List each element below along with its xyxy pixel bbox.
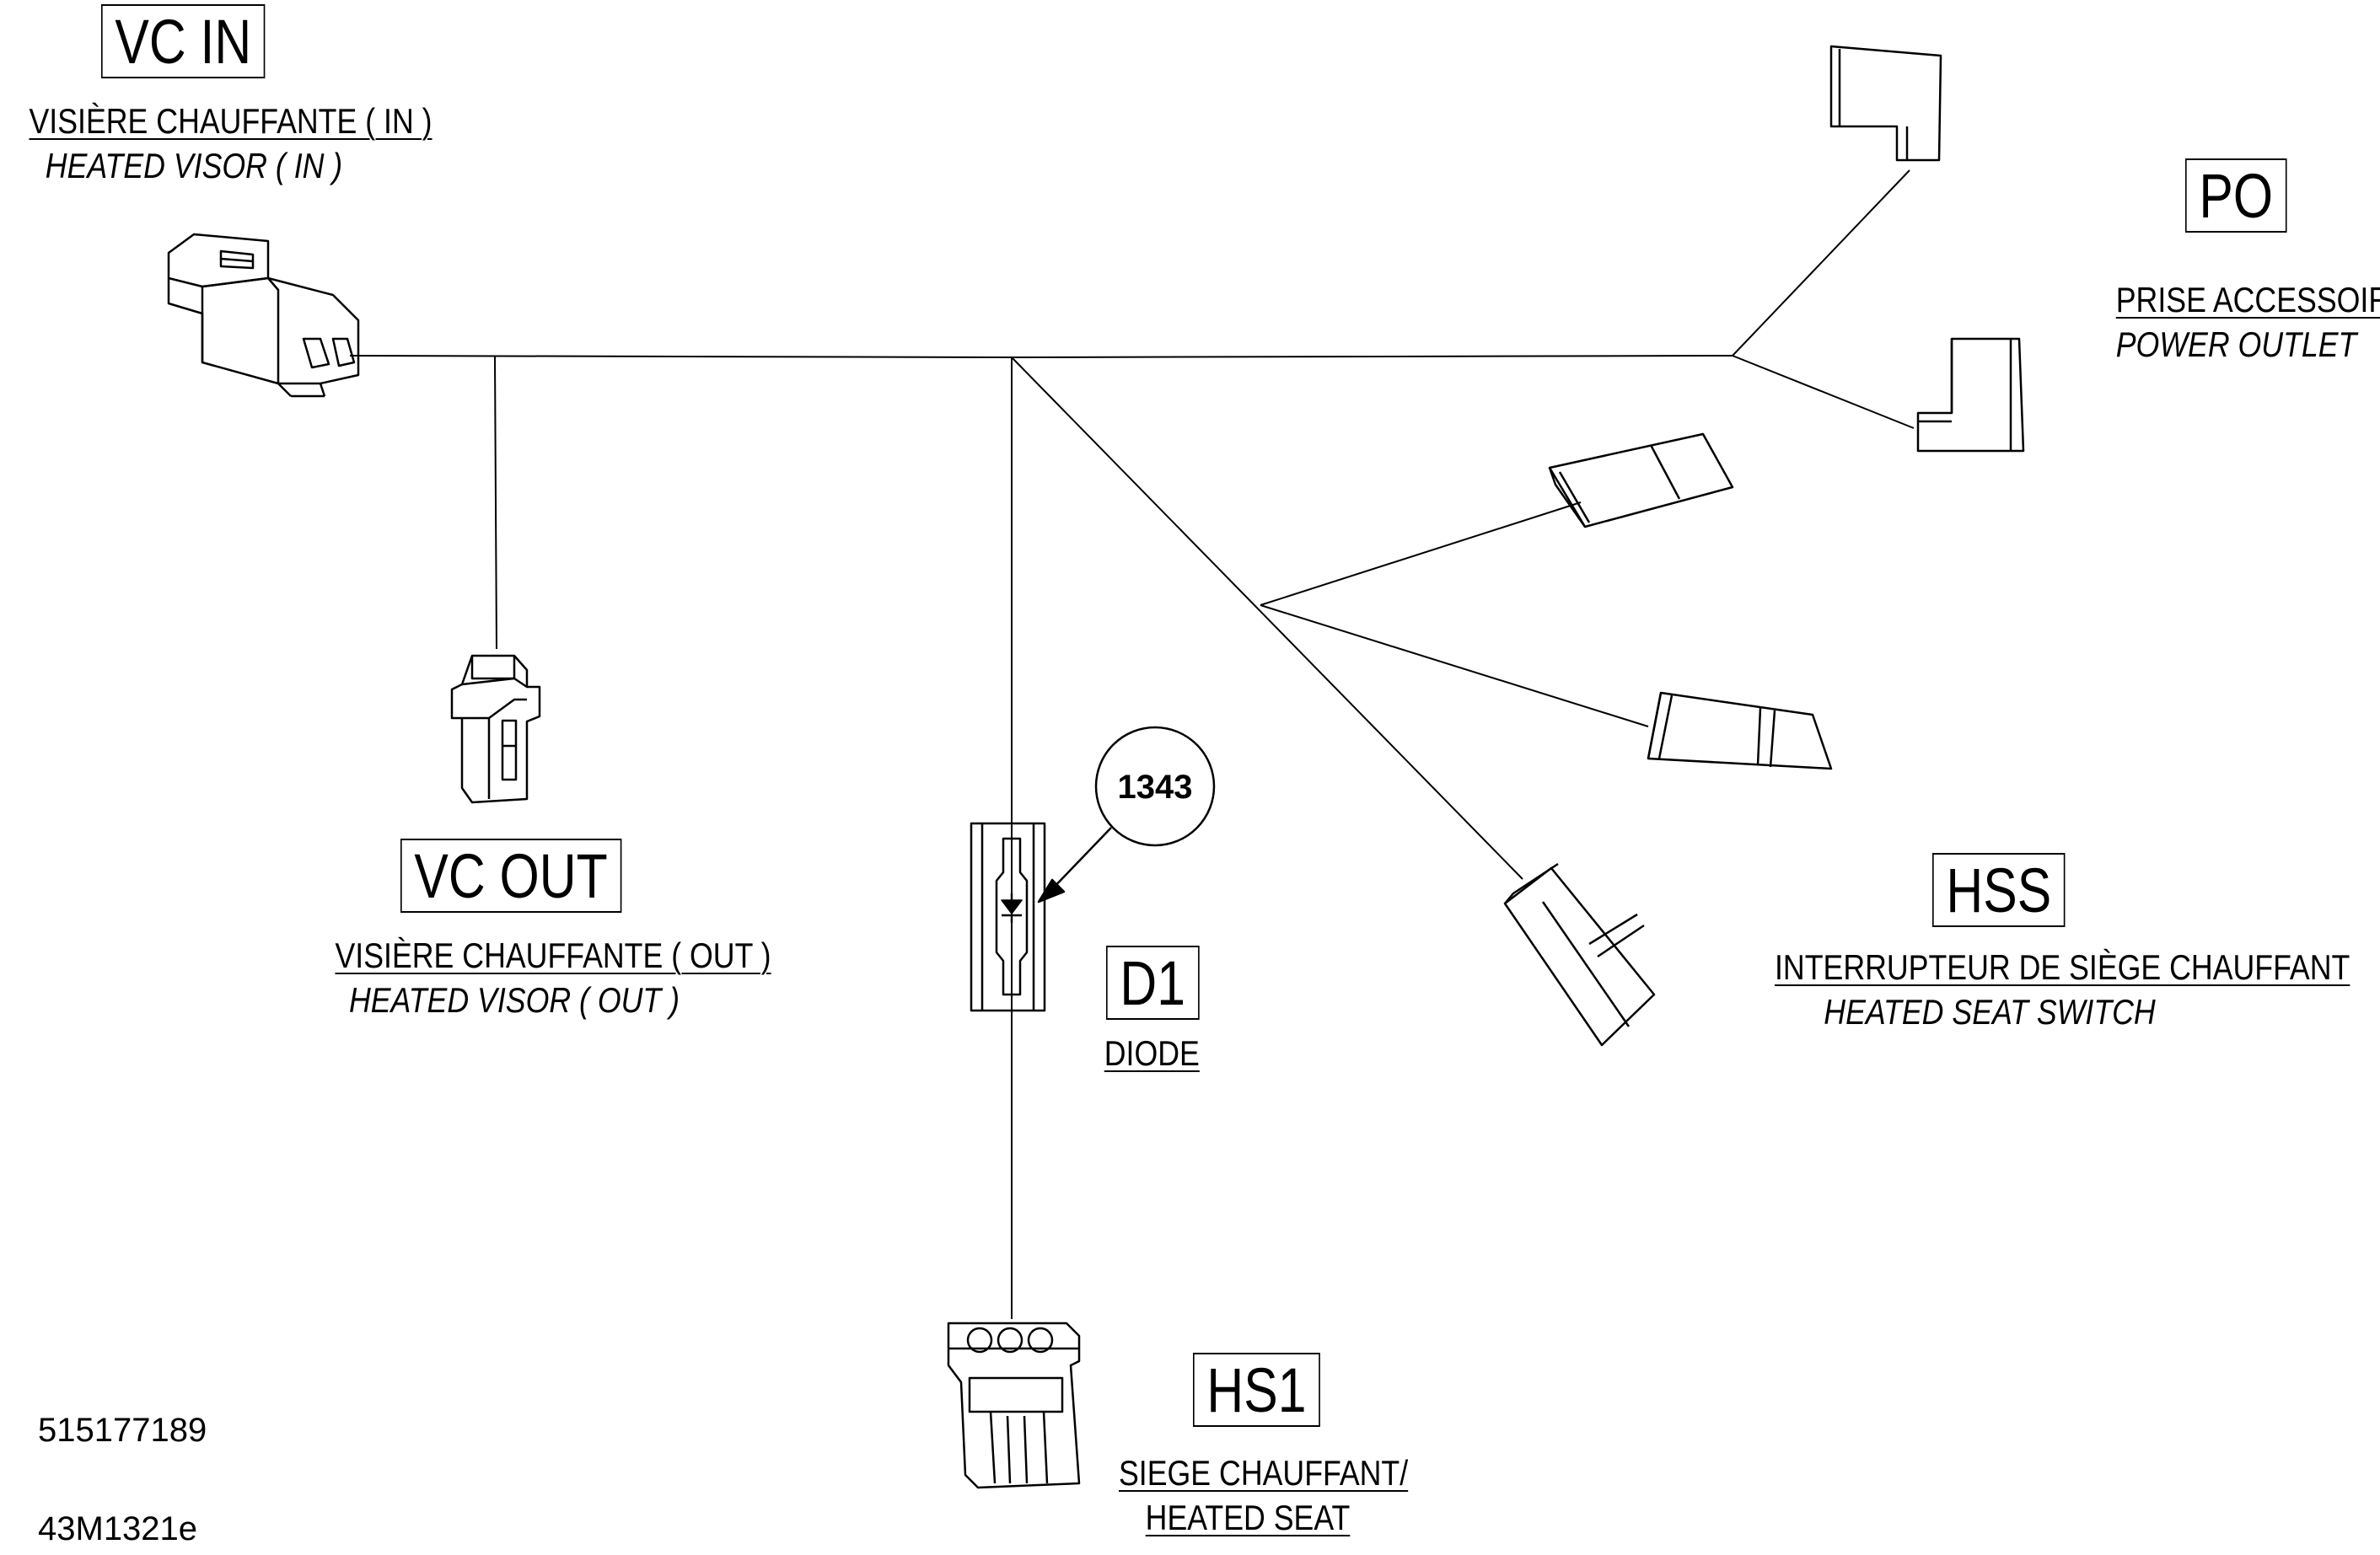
main-trunk-wire [349,355,1733,358]
po-connector-upper-drawing [1829,45,1942,162]
hss-tag: HSS [1932,853,2066,927]
d1-caption: DIODE [1104,1032,1200,1076]
hss-caption: INTERRUPTEUR DE SIÈGE CHAUFFANT HEATED S… [1775,946,2350,1034]
po-label-fr: PRISE ACCESSOIRE [2115,280,2380,319]
vc-in-caption: VISIÈRE CHAUFFANTE ( IN ) HEATED VISOR (… [29,99,432,188]
vc-out-tag: VC OUT [400,839,622,913]
vc-in-connector-drawing [167,233,360,398]
po-caption: PRISE ACCESSOIRE POWER OUTLET [2115,278,2380,367]
hs1-label-en: HEATED SEAT [1145,1497,1351,1537]
hs1-label-fr: SIEGE CHAUFFANT/ [1119,1453,1409,1493]
hss-connector-1-drawing [1548,432,1734,528]
hs1-connector-drawing [947,1322,1081,1489]
hss-connector-2-drawing [1647,691,1833,770]
po-branch-wire-lower [1732,355,1915,429]
po-branch-wire-upper [1732,169,1910,357]
po-connector-lower-drawing [1916,337,2025,453]
vc-out-label-en: HEATED VISOR ( OUT ) [348,979,680,1020]
hs1-tag: HS1 [1193,1353,1320,1427]
callout-1343: 1343 [1037,726,1216,904]
d1-label: DIODE [1104,1033,1200,1073]
hss-branch-wire-lower [1260,604,1649,727]
vc-out-connector-drawing [450,654,541,804]
d1-tag: D1 [1106,946,1200,1020]
po-label-en: POWER OUTLET [2115,324,2357,364]
d1-diode-holder-drawing [970,822,1046,1012]
callout-number: 1343 [1118,769,1193,806]
vc-in-label-en: HEATED VISOR ( IN ) [45,145,343,185]
vc-out-caption: VISIÈRE CHAUFFANTE ( OUT ) HEATED VISOR … [335,934,771,1022]
harness-wires [349,169,1915,1319]
vc-in-label-fr: VISIÈRE CHAUFFANTE ( IN ) [29,101,432,141]
vc-in-tag: VC IN [101,4,266,78]
vc-out-label-fr: VISIÈRE CHAUFFANTE ( OUT ) [335,936,771,975]
drawing-reference: 43M1321e [38,1510,198,1547]
part-number: 515177189 [38,1412,207,1449]
hss-label-en: HEATED SEAT SWITCH [1824,991,2156,1032]
vc-out-branch-wire [494,356,497,650]
hss-branch-wire-upper [1260,501,1582,606]
hs1-caption: SIEGE CHAUFFANT/ HEATED SEAT [1119,1451,1409,1540]
po-tag: PO [2185,158,2287,233]
hss-branch-wire-main [1011,357,1523,880]
hss-connector-3-drawing [1503,862,1656,1047]
hss-label-fr: INTERRUPTEUR DE SIÈGE CHAUFFANT [1775,947,2350,987]
diode-symbol-icon [1001,899,1023,914]
